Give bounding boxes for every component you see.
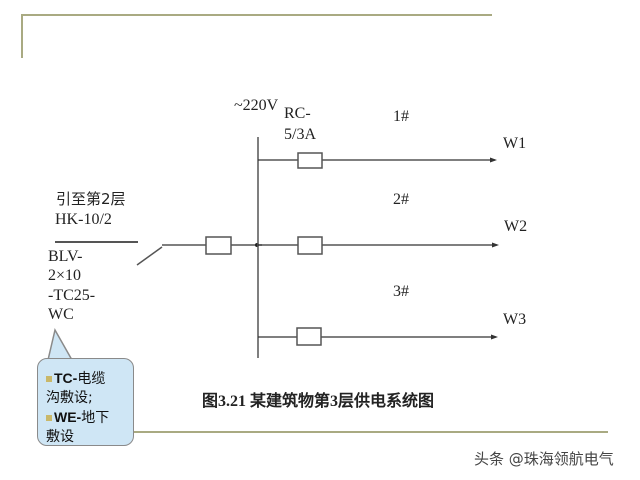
branch-circuit-w3: W3 [503,311,527,328]
top-frame-line [21,14,492,16]
arrow-icon [491,334,498,340]
watermark: 头条 @珠海领航电气 [474,450,614,468]
main-fuse-label-1: RC- [284,105,311,122]
supply-voltage-label: ~220V [234,97,279,114]
bullet-icon [46,415,52,421]
callout-item-we-cont: 敷设 [46,429,74,445]
branch-fuse-icon [297,236,323,255]
callout-item-tc-cont: 沟敷设; [46,390,93,406]
source-label-1: 引至第2层 [56,190,126,208]
main-fuse-label-2: 5/3A [284,126,316,143]
branch-number-3: 3# [393,283,409,300]
cable-label-1: BLV- [48,248,83,265]
bottom-frame-line [134,431,608,433]
legend-callout: TC-电缆 沟敷设; WE-地下 敷设 [37,358,134,446]
knife-switch-icon [136,246,163,266]
callout-item-tc: TC-电缆 [46,369,127,389]
branch-fuse-icon [296,327,322,346]
main-fuse-icon [205,236,232,255]
cable-label-3: -TC25- [48,287,96,304]
callout-pointer [47,327,74,361]
branch-fuse-icon [297,152,323,169]
branch-number-2: 2# [393,191,409,208]
arrow-icon [492,242,499,248]
branch-circuit-w1: W1 [503,135,527,152]
cable-label-4: WC [48,306,74,323]
left-frame-line [21,14,23,58]
bullet-icon [46,376,52,382]
source-label-2: HK-10/2 [55,211,112,228]
callout-item-we: WE-地下 [46,408,127,428]
arrow-icon [490,157,497,163]
cable-label-2: 2×10 [48,267,82,284]
branch-number-1: 1# [393,108,409,125]
figure-caption: 图3.21 某建筑物第3层供电系统图 [202,393,435,410]
branch-circuit-w2: W2 [504,218,528,235]
